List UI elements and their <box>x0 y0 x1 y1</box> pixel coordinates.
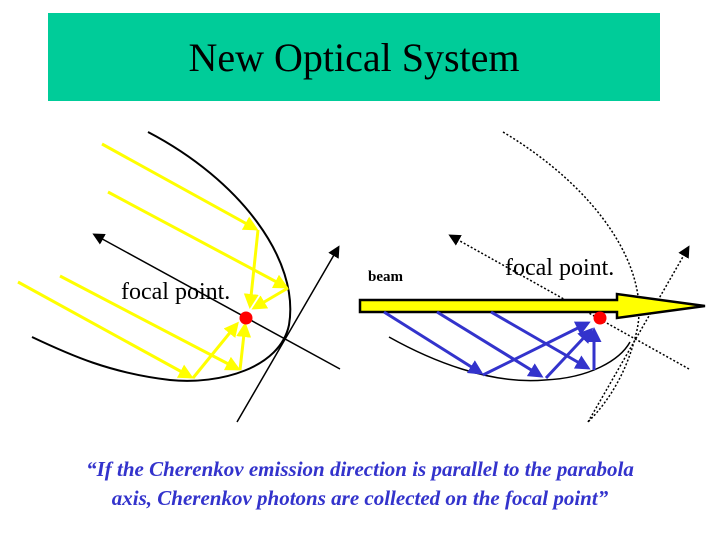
caption-line-1: “If the Cherenkov emission direction is … <box>86 457 634 481</box>
caption: “If the Cherenkov emission direction is … <box>0 455 720 513</box>
incident-rays <box>17 142 289 379</box>
beam-label: beam <box>368 269 403 285</box>
beam-arrow <box>358 292 706 320</box>
focal-point-marker <box>239 311 253 325</box>
perpendicular-axis <box>236 245 340 423</box>
mirror-curve <box>388 336 631 382</box>
caption-line-2: axis, Cherenkov photons are collected on… <box>111 486 609 510</box>
parabola-axis <box>92 233 341 370</box>
parabola-mirror <box>31 131 292 382</box>
title-banner: New Optical System <box>48 13 660 101</box>
focal-point-label-right: focal point. <box>505 255 615 281</box>
slide-title: New Optical System <box>188 34 520 80</box>
right-diagram <box>358 131 706 423</box>
photon-rays <box>383 310 602 380</box>
focal-point-label-left: focal point. <box>121 279 231 305</box>
focal-point-marker <box>593 311 607 325</box>
parabola-dotted <box>502 131 640 423</box>
perpendicular-axis-dotted <box>587 245 690 423</box>
left-diagram <box>17 131 341 423</box>
